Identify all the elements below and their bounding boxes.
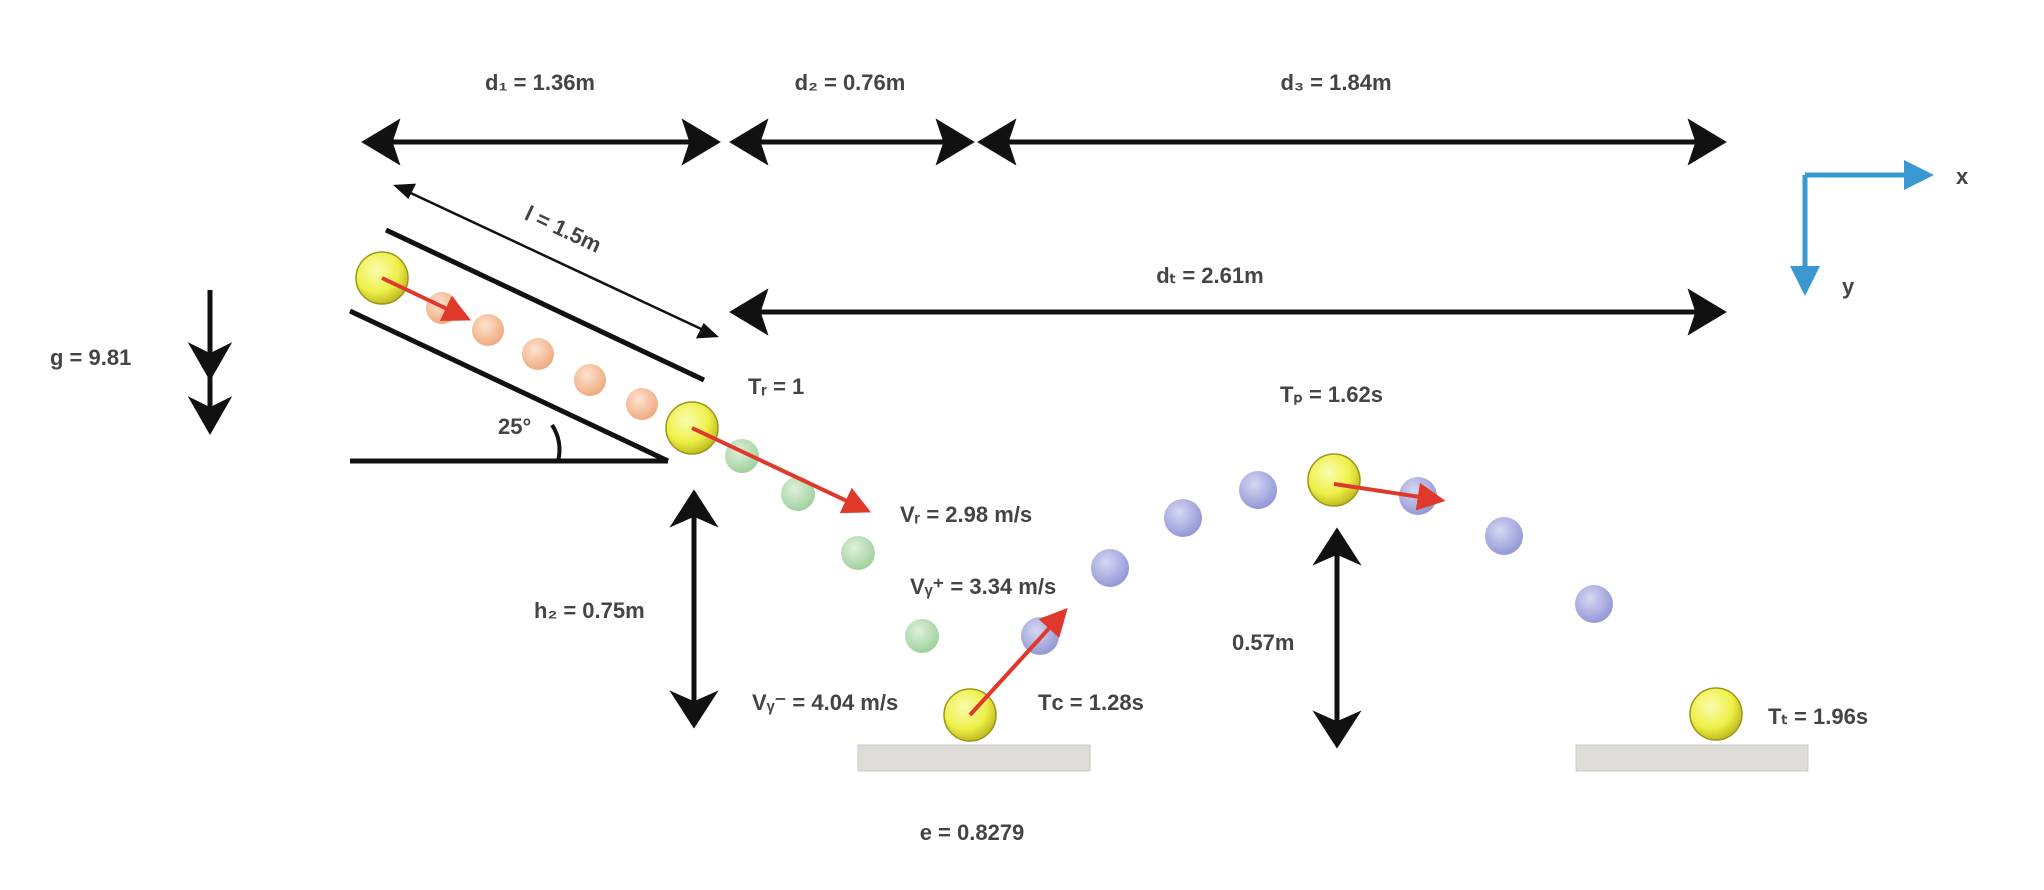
velocity-arrow-ramp: [381, 276, 472, 322]
velocity-arrow-vr: [691, 426, 872, 514]
label-tr: Tᵣ = 1: [748, 374, 804, 399]
label-angle: 25°: [498, 414, 531, 439]
trail-ball: [905, 619, 939, 653]
height-arrow-h2: [669, 489, 719, 729]
trail-ball: [626, 388, 658, 420]
label-d1: d₁ = 1.36m: [485, 70, 595, 95]
trail-ball: [781, 477, 815, 511]
label-d3: d₃ = 1.84m: [1280, 70, 1391, 95]
ground-block-1: [857, 744, 1091, 772]
ball-peak: [1307, 453, 1361, 507]
trail-ball: [472, 314, 504, 346]
dimension-arrow-d3: [977, 118, 1727, 166]
label-g: g = 9.81: [50, 345, 131, 370]
label-vy-plus: Vᵧ⁺ = 3.34 m/s: [910, 574, 1056, 599]
velocity-arrow-peak: [1333, 482, 1446, 511]
label-tt: Tₜ = 1.96s: [1768, 704, 1868, 729]
label-tc: Tᴄ = 1.28s: [1038, 690, 1144, 715]
label-l: l = 1.5m: [521, 201, 605, 258]
trail-ball: [841, 536, 875, 570]
gravity-arrow: [187, 290, 233, 436]
trail-ball: [522, 338, 554, 370]
velocity-arrows: [381, 276, 1446, 717]
ramp: [348, 227, 706, 464]
label-tp: Tₚ = 1.62s: [1280, 382, 1383, 407]
label-d2: d₂ = 0.76m: [795, 70, 906, 95]
dimension-arrow-d1: [361, 118, 721, 166]
label-dt: dₜ = 2.61m: [1156, 263, 1263, 288]
coordinate-axes: [1790, 160, 1934, 296]
trail-ball: [1485, 517, 1523, 555]
dimension-arrow-dt: [729, 288, 1727, 336]
label-h2: h₂ = 0.75m: [534, 598, 645, 623]
trail-ball: [1164, 499, 1202, 537]
trail-ball: [1239, 471, 1277, 509]
ground-block-2: [1575, 744, 1809, 772]
height-arrow-peak: [1312, 527, 1362, 749]
trail-ball: [1575, 585, 1613, 623]
fall-trail: [725, 439, 939, 653]
label-vy-minus: Vᵧ⁻ = 4.04 m/s: [752, 690, 898, 715]
label-vr: Vᵣ = 2.98 m/s: [900, 502, 1032, 527]
label-axis-y: y: [1842, 274, 1855, 299]
velocity-arrow-vy-plus: [968, 607, 1068, 717]
label-axis-x: x: [1956, 164, 1969, 189]
label-height-peak: 0.57m: [1232, 630, 1294, 655]
trail-ball: [1091, 549, 1129, 587]
dimension-arrow-l: [392, 183, 720, 339]
dimension-arrow-d2: [729, 118, 975, 166]
label-e: e = 0.8279: [920, 820, 1025, 845]
trail-ball: [574, 364, 606, 396]
ball-final: [1689, 687, 1743, 741]
key-balls: [355, 251, 1743, 742]
